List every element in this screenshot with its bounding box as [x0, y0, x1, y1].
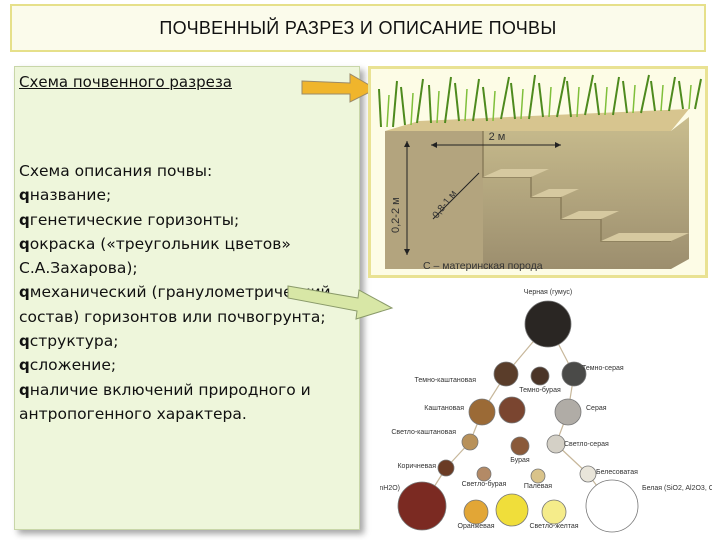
color-label: Черная (гумус) [524, 289, 572, 296]
list-item: qналичие включений природного и антропог… [19, 380, 311, 423]
color-swatch [476, 466, 492, 482]
color-swatch [554, 398, 582, 426]
color-label: Коричневая [397, 463, 436, 470]
color-label: Серая [586, 405, 607, 412]
color-label: Светло-желтая [529, 523, 578, 530]
list-item: qструктура; [19, 332, 119, 351]
bullet-icon: q [19, 210, 30, 229]
color-label: Бурая [510, 457, 530, 464]
color-swatch [579, 465, 597, 483]
bullet-icon: q [19, 234, 30, 253]
list-item: qмеханический (гранулометрический состав… [19, 283, 331, 326]
color-swatch [530, 468, 546, 484]
color-swatch [530, 366, 550, 386]
depth-label: 0,2-2 м [390, 197, 402, 233]
color-swatch [461, 433, 479, 451]
list-item: qокраска («треугольник цветов» С.А.Захар… [19, 234, 291, 278]
color-label: Темно-бурая [519, 386, 561, 394]
color-swatch [493, 361, 519, 387]
color-swatch [561, 361, 587, 387]
list-item: qсложение; [19, 356, 117, 375]
color-swatch [495, 493, 529, 527]
bullet-icon: q [19, 186, 30, 205]
bullet-icon: q [19, 283, 30, 302]
color-swatch [498, 396, 526, 424]
color-swatch [510, 436, 530, 456]
color-label: Оранжевая [458, 523, 495, 530]
description-heading: Схема описания почвы: [19, 162, 213, 180]
soil-profile-scheme-link[interactable]: Схема почвенного разреза [19, 73, 232, 91]
color-label: Темно-каштановая [414, 377, 476, 384]
color-swatch [524, 300, 572, 348]
color-swatch [437, 459, 455, 477]
width-label: 2 м [489, 131, 506, 143]
bullet-icon: q [19, 380, 30, 399]
color-label: Светло-серая [564, 441, 609, 448]
bullet-icon: q [19, 356, 30, 375]
soil-profile-illustration: 2 м 0,2-2 м 0,8-1 м С – материнская поро… [368, 66, 708, 278]
arrow-to-profile-icon [301, 73, 378, 103]
bullet-icon: q [19, 332, 30, 351]
color-label: Каштановая [424, 405, 464, 412]
color-swatch [585, 479, 639, 533]
parent-rock-label: С – материнская порода [423, 260, 543, 272]
list-item: qгенетические горизонты; [19, 210, 240, 229]
color-label: Темно-серая [582, 365, 624, 372]
color-swatch [546, 434, 566, 454]
color-label: Светло-каштановая [391, 429, 456, 436]
color-label: Палевая [524, 483, 552, 490]
color-swatch [541, 499, 567, 525]
color-swatch [463, 499, 489, 525]
color-label: Красная (Fe2O3·nH2O) [380, 485, 400, 492]
color-label: Светло-бурая [462, 480, 507, 488]
color-swatch [397, 481, 447, 531]
list-item: qназвание; [19, 186, 112, 205]
color-label: Белая (SiO2, Al2O3, CaCO3) [642, 485, 712, 492]
title-banner: ПОЧВЕННЫЙ РАЗРЕЗ И ОПИСАНИЕ ПОЧВЫ [10, 4, 706, 52]
page-title: ПОЧВЕННЫЙ РАЗРЕЗ И ОПИСАНИЕ ПОЧВЫ [159, 17, 557, 38]
soil-description-list: Схема описания почвы: qназвание; qгенети… [19, 159, 355, 426]
color-swatch [468, 398, 496, 426]
arrow-to-triangle-icon [287, 285, 394, 320]
color-label: Белесоватая [596, 469, 638, 476]
